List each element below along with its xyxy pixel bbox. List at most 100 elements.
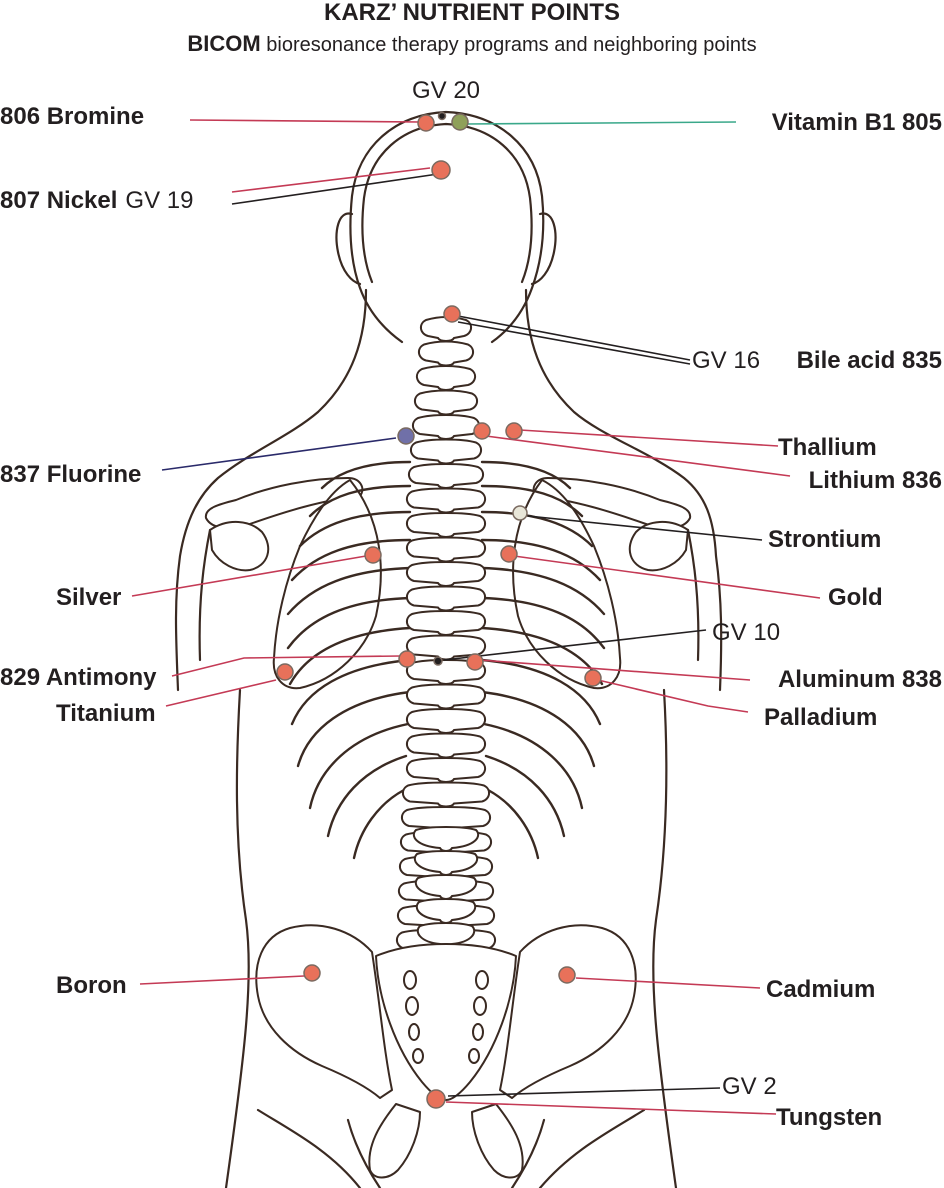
leader-palladium <box>597 679 749 713</box>
vertebra <box>406 536 486 563</box>
lumbar-vertebra <box>414 874 478 900</box>
vertebra <box>406 487 486 514</box>
left-neck-shoulder <box>174 288 368 692</box>
rib-right-4 <box>480 538 602 582</box>
sacral-foramen <box>475 970 489 990</box>
rib-right-5 <box>480 566 606 616</box>
leader-bromine <box>189 119 421 123</box>
right-clavicle <box>532 477 692 529</box>
rib-left-1 <box>320 460 412 490</box>
label-cadmium: Cadmium <box>766 976 875 1003</box>
labels: GV 20 806 Bromine Vitamin B1 805 807 Nic… <box>0 77 942 1131</box>
lumbar-vertebra <box>412 826 480 852</box>
label-gold: Gold <box>828 584 883 611</box>
leader-lines <box>131 119 821 1115</box>
leader-lithium <box>485 435 791 477</box>
label-thallium: Thallium <box>778 434 877 461</box>
page-title: KARZ’ NUTRIENT POINTS <box>324 0 620 26</box>
rib-left-9 <box>296 690 412 768</box>
label-antimony: 829 Antimony <box>0 664 157 691</box>
point-gold <box>500 545 518 563</box>
right-neck-shoulder <box>524 288 723 692</box>
point-gv10 <box>433 656 443 666</box>
acupoints <box>276 111 602 1109</box>
pelvis <box>255 924 637 1188</box>
head-outline <box>349 110 545 344</box>
vertebra <box>412 414 480 440</box>
left-ear <box>335 212 362 286</box>
rib-right-9 <box>480 690 596 768</box>
vertebra <box>406 708 486 734</box>
leader-aluminum <box>479 659 751 681</box>
vertebra <box>406 512 486 538</box>
rib-left-5 <box>286 566 412 616</box>
vertebra <box>406 659 486 685</box>
vertebra <box>406 757 486 783</box>
label-lithium: Lithium 836 <box>809 467 942 494</box>
rib-right-1 <box>480 460 572 490</box>
point-tungsten <box>426 1089 446 1109</box>
point-cadmium <box>558 966 576 984</box>
label-gv19: GV 19 <box>125 187 193 214</box>
rib-right-10 <box>482 722 584 810</box>
leader-gold <box>513 555 821 599</box>
point-boron <box>303 964 321 982</box>
label-fluorine: 837 Fluorine <box>0 461 141 488</box>
label-titanium: Titanium <box>56 700 156 727</box>
vertebra <box>406 610 486 636</box>
point-bile-acid <box>443 305 461 323</box>
leader-gv16-a <box>457 315 691 361</box>
point-antimony <box>398 650 416 668</box>
leader-fluorine <box>161 437 397 471</box>
leader-boron <box>139 975 305 985</box>
left-ilium <box>255 924 393 1099</box>
rib-left-11 <box>326 754 408 838</box>
vertebra <box>401 806 491 832</box>
vertebra <box>402 781 490 808</box>
point-vitamin-b1 <box>451 113 469 131</box>
lumbar-vertebra <box>415 898 477 924</box>
sacral-foramen <box>405 996 419 1016</box>
label-gv20: GV 20 <box>412 77 480 104</box>
subtitle-brand: BICOM <box>187 31 260 56</box>
label-vitamin-b1: Vitamin B1 805 <box>772 109 942 136</box>
label-boron: Boron <box>56 972 127 999</box>
right-ear <box>530 212 557 286</box>
rib-left-4 <box>290 538 412 582</box>
rib-right-6 <box>480 596 606 650</box>
leader-bile-acid <box>457 321 691 365</box>
point-strontium <box>512 505 528 521</box>
label-palladium: Palladium <box>764 704 877 731</box>
label-bromine: 806 Bromine <box>0 103 144 130</box>
label-aluminum: Aluminum 838 <box>778 666 942 693</box>
leader-nickel <box>231 167 431 193</box>
vertebra <box>414 389 478 416</box>
sacral-foramen <box>468 1048 480 1064</box>
leader-thallium <box>519 429 779 447</box>
rib-left-7 <box>288 626 412 686</box>
rib-left-12 <box>352 788 406 860</box>
vertebra <box>406 561 486 587</box>
point-fluorine <box>397 427 415 445</box>
right-torso-side <box>652 688 678 1188</box>
rib-left-3 <box>298 510 412 548</box>
leader-vitamin-b1 <box>465 121 737 125</box>
head-inner-outline <box>361 122 533 284</box>
point-bromine <box>417 114 435 132</box>
leader-gv10 <box>443 629 707 661</box>
leader-tungsten <box>445 1101 777 1115</box>
label-bile-acid: Bile acid 835 <box>797 347 942 374</box>
rib-right-2 <box>480 484 584 518</box>
vertebra <box>420 316 472 342</box>
rib-right-8 <box>480 658 602 726</box>
sacral-foramen <box>472 1023 484 1041</box>
rib-right-11 <box>484 754 566 838</box>
rib-right-3 <box>480 510 594 548</box>
point-nickel <box>431 160 451 180</box>
point-thallium <box>505 422 523 440</box>
right-arm-inner <box>686 528 700 662</box>
label-gv10: GV 10 <box>712 619 780 646</box>
rib-left-10 <box>308 722 410 810</box>
